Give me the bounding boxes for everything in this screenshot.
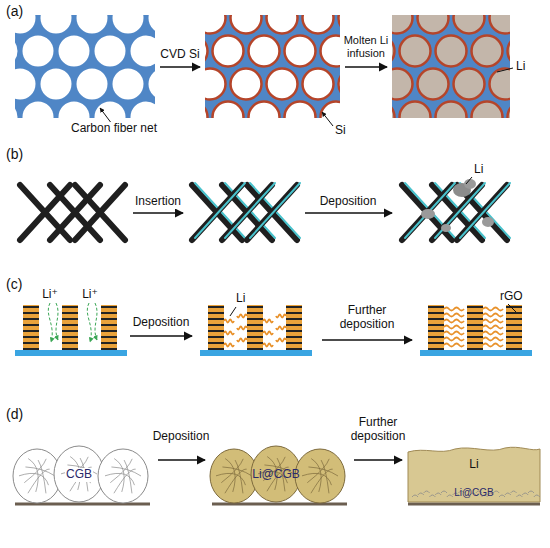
annotation-label: Molten Li infusion (340, 34, 392, 59)
cgb-particles (13, 446, 148, 503)
leader-line (322, 112, 333, 126)
annotation-label: Si (334, 124, 347, 138)
pillar-array-full (420, 305, 532, 356)
annotation-label: CGB (65, 468, 93, 482)
ion-path (56, 303, 58, 340)
annotation-label: rGO (500, 290, 523, 304)
annotation-label: Li (516, 60, 525, 74)
panel-letter: (d) (6, 406, 23, 422)
ion-path (87, 303, 91, 342)
pillar-array (15, 305, 127, 356)
li-deposited-mesh (402, 179, 510, 240)
li-layer (408, 447, 540, 502)
substrate (408, 503, 540, 506)
si-coated-net (159, 3, 424, 133)
annotation-label: Li⁺ (42, 288, 58, 302)
process-arrow (158, 459, 205, 460)
annotation-label: Further deposition (334, 304, 400, 332)
annotation-label: Li (469, 458, 478, 472)
annotation-label: Li⁺ (82, 288, 98, 302)
annotation-label: Li (236, 292, 245, 306)
leader-line (497, 68, 513, 72)
ion-path (48, 303, 52, 342)
annotation-label: Deposition (132, 316, 191, 330)
carbon-fiber-net (0, 3, 234, 133)
panel-letter: (b) (6, 146, 23, 162)
process-arrow (354, 459, 402, 460)
leader-line (508, 304, 516, 312)
annotation-label: CVD Si (159, 48, 200, 62)
annotation-label: Li@CGB (454, 487, 494, 499)
process-arrow (160, 66, 200, 67)
pillar-array-li (200, 305, 312, 356)
annotation-label: Li (474, 163, 483, 177)
panel-letter: (a) (6, 3, 23, 19)
process-arrow (305, 212, 392, 213)
process-arrow (322, 339, 412, 340)
leader-line (230, 307, 236, 316)
annotation-label: Carbon fiber net (70, 122, 158, 136)
lithiophilic-mesh (192, 183, 300, 240)
annotation-label: Further deposition (345, 416, 411, 444)
leader-line (466, 177, 472, 184)
process-arrow (130, 335, 192, 336)
li-infused-net (346, 3, 550, 133)
ion-path (95, 303, 97, 340)
annotation-label: Deposition (319, 195, 378, 209)
carbon-mesh (20, 185, 125, 240)
annotation-label: Insertion (134, 195, 182, 209)
li-cgb-particles (210, 446, 345, 503)
process-arrow (133, 212, 183, 213)
panel-letter: (c) (6, 276, 22, 292)
annotation-label: Li@CGB (252, 468, 300, 482)
annotation-label: Deposition (152, 430, 211, 444)
process-arrow (345, 66, 387, 67)
